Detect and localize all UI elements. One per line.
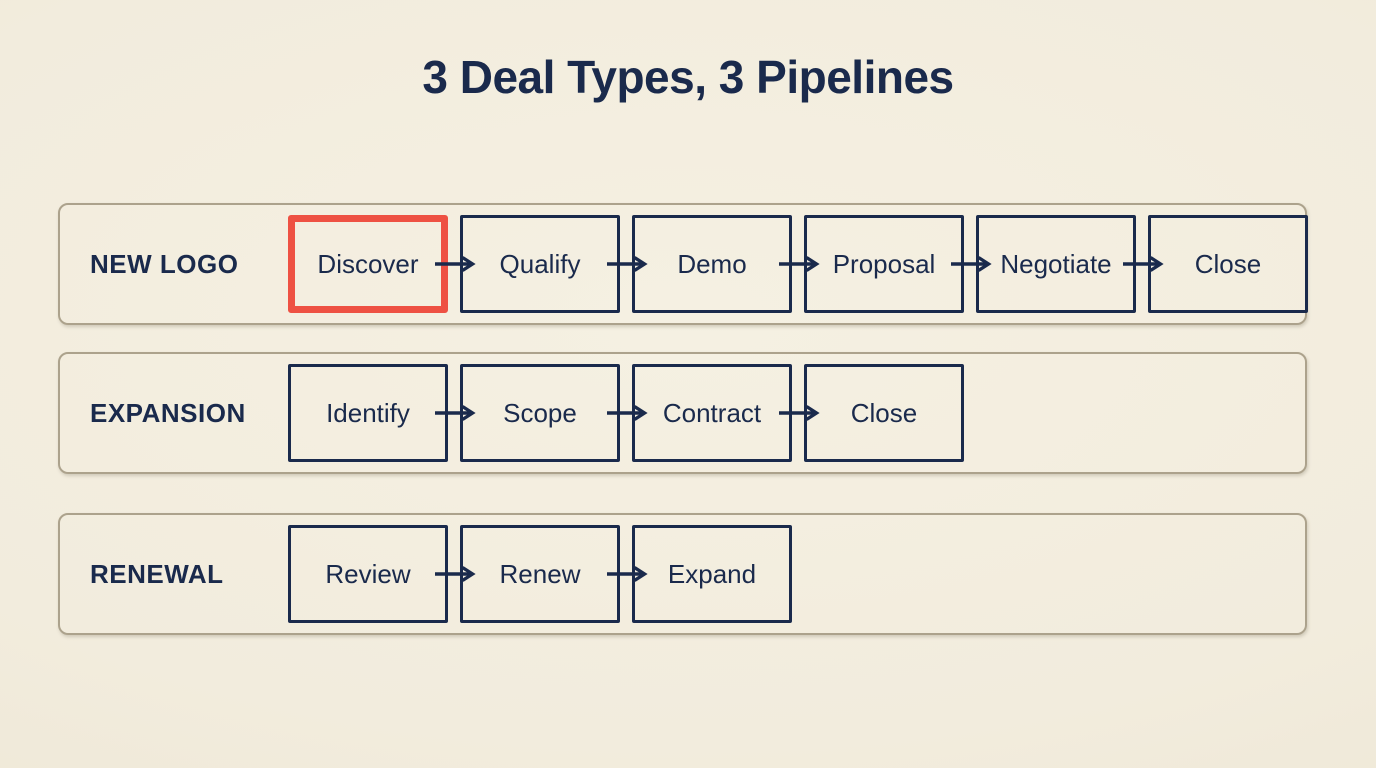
stage-box-demo: Demo [632, 215, 792, 313]
stage-box-expand: Expand [632, 525, 792, 623]
page-title: 3 Deal Types, 3 Pipelines [422, 51, 954, 103]
stage-box-discover: Discover [288, 215, 448, 313]
stage-box-negotiate: Negotiate [976, 215, 1136, 313]
flow-arrow-icon [607, 566, 648, 582]
flow-arrow-icon [435, 566, 476, 582]
flow-arrow-icon [951, 256, 992, 272]
pipeline-label-renewal: RENEWAL [90, 558, 224, 589]
stage-box-close: Close [1148, 215, 1308, 313]
flow-arrow-icon [1123, 256, 1164, 272]
stage-box-qualify: Qualify [460, 215, 620, 313]
pipeline-label-expansion: EXPANSION [90, 397, 246, 428]
pipeline-label-new-logo: NEW LOGO [90, 248, 239, 279]
flow-arrow-icon [779, 256, 820, 272]
flow-arrow-icon [607, 256, 648, 272]
stage-box-contract: Contract [632, 364, 792, 462]
flow-arrow-icon [435, 256, 476, 272]
stage-box-review: Review [288, 525, 448, 623]
stage-box-renew: Renew [460, 525, 620, 623]
stage-box-identify: Identify [288, 364, 448, 462]
flow-arrow-icon [435, 405, 476, 421]
stage-box-proposal: Proposal [804, 215, 964, 313]
stage-box-scope: Scope [460, 364, 620, 462]
flow-arrow-icon [607, 405, 648, 421]
flow-arrow-icon [779, 405, 820, 421]
stage-box-close: Close [804, 364, 964, 462]
